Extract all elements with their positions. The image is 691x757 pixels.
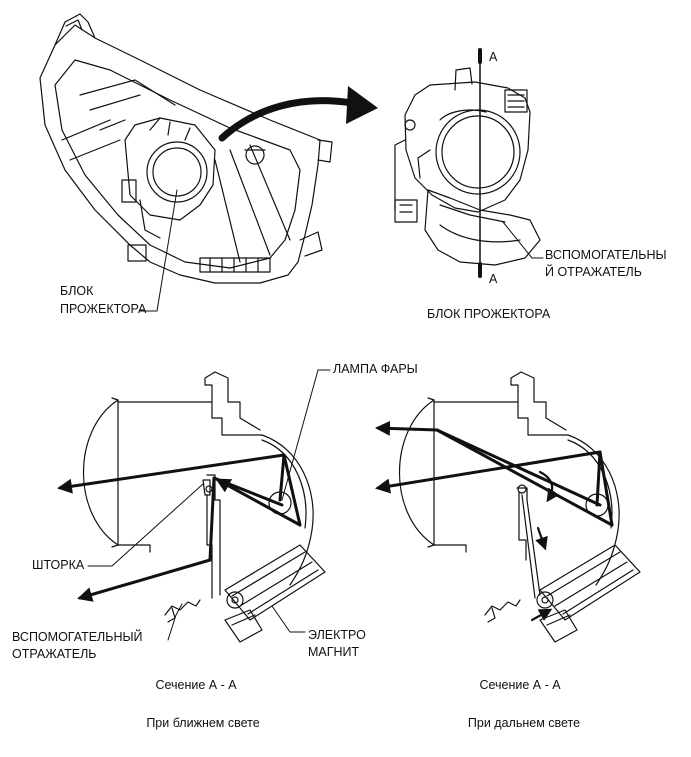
section-marker-bottom: A [489,272,498,286]
caption-mode-low-beam: При ближнем свете [146,716,260,730]
headlamp-assembly-drawing [39,13,333,284]
leader-line-headlamp-bulb [281,369,331,501]
label-aux-reflector-right-line1: ВСПОМОГАТЕЛЬНЫ [545,248,667,262]
leader-line-shutter [87,483,204,567]
label-headlamp-bulb: ЛАМПА ФАРЫ [333,362,418,376]
leader-line-aux-reflector-top [502,221,544,259]
label-projector-left-line1: БЛОК [60,284,94,298]
label-projector-left-line2: ПРОЖЕКТОРА [60,302,147,316]
label-aux-reflector-right-line2: Й ОТРАЖАТЕЛЬ [545,265,642,279]
label-shutter: ШТОРКА [32,558,85,572]
projector-unit-drawing [394,67,541,266]
bulb-filament-high-beam [585,493,609,517]
light-rays-low-beam [57,453,302,602]
caption-section-low-beam: Сечение А - А [155,678,237,692]
label-electromagnet-line1: ЭЛЕКТРО [308,628,366,642]
label-aux-reflector-line1: ВСПОМОГАТЕЛЬНЫЙ [12,630,143,644]
leader-line-aux-reflector-bottom [167,603,183,641]
curved-arrow-icon [218,86,378,142]
leader-line-projector-left [139,189,178,312]
movement-arrows [530,470,560,622]
light-rays-high-beam [375,420,614,527]
label-projector-right: БЛОК ПРОЖЕКТОРА [427,307,551,321]
section-high-beam-drawing [398,371,641,643]
section-low-beam-drawing [82,371,326,643]
label-aux-reflector-line2: ОТРАЖАТЕЛЬ [12,647,97,661]
caption-section-high-beam: Сечение А - А [479,678,561,692]
section-marker-top: A [489,50,498,64]
label-electromagnet-line2: МАГНИТ [308,645,360,659]
leader-line-electromagnet [271,605,306,633]
caption-mode-high-beam: При дальнем свете [467,716,581,730]
bulb-filament-low-beam [268,491,292,515]
